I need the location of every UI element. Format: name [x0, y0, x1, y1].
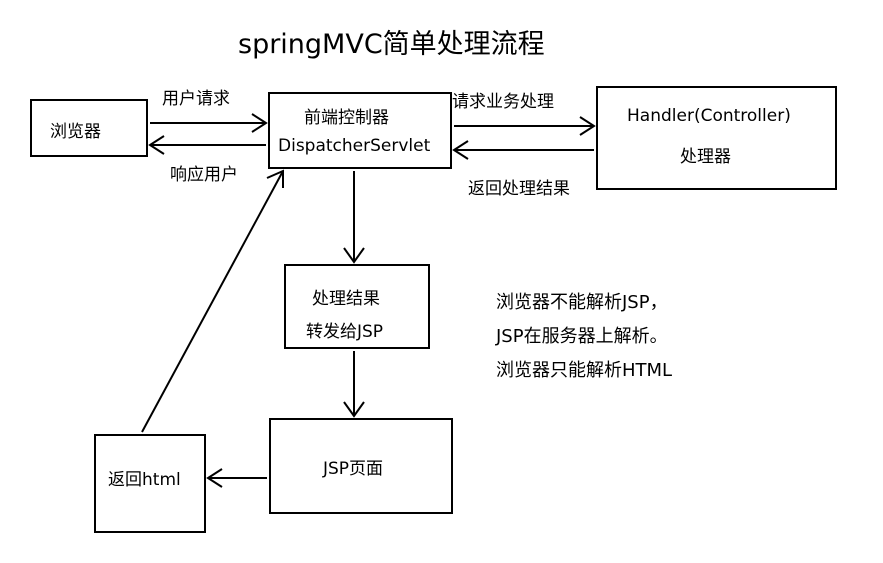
- arrow-to-html-head: [206, 468, 223, 488]
- browser-node: 浏览器: [30, 99, 148, 157]
- handler-label-en: Handler(Controller): [627, 106, 791, 126]
- arrow-html-to-dispatcher: [141, 170, 284, 433]
- jsp-page-label: JSP页面: [323, 459, 384, 479]
- browser-label: 浏览器: [50, 122, 101, 142]
- result-label-1: 处理结果: [312, 289, 380, 309]
- return-html-node: 返回html: [94, 434, 206, 533]
- note-line-3: 浏览器只能解析HTML: [496, 360, 673, 381]
- jsp-page-node: JSP页面: [269, 418, 453, 514]
- edge-label-respond-user: 响应用户: [170, 165, 238, 185]
- arrow-html-to-dispatcher-head: [266, 169, 284, 188]
- note-line-2: JSP在服务器上解析。: [496, 326, 668, 347]
- arrow-respond-user-head: [148, 135, 165, 155]
- arrow-user-request-head: [251, 113, 268, 133]
- diagram-title: springMVC简单处理流程: [238, 29, 545, 60]
- edge-label-return-result: 返回处理结果: [468, 179, 570, 199]
- handler-node: Handler(Controller) 处理器: [596, 86, 837, 190]
- arrow-to-result-head: [343, 247, 365, 264]
- handler-label-cn: 处理器: [680, 147, 731, 167]
- return-html-label: 返回html: [108, 470, 181, 490]
- result-label-2: 转发给JSP: [306, 322, 384, 342]
- arrow-business-request-head: [579, 116, 596, 136]
- edge-label-user-request: 用户请求: [162, 89, 230, 109]
- edge-label-business-request: 请求业务处理: [452, 92, 554, 112]
- dispatcher-node: 前端控制器 DispatcherServlet: [268, 92, 452, 169]
- result-node: 处理结果 转发给JSP: [284, 264, 430, 349]
- arrow-return-result-head: [452, 140, 469, 160]
- dispatcher-label-en: DispatcherServlet: [278, 136, 431, 156]
- dispatcher-label-cn: 前端控制器: [304, 108, 389, 128]
- arrow-to-jsp-head: [343, 401, 365, 418]
- note-line-1: 浏览器不能解析JSP，: [496, 292, 668, 313]
